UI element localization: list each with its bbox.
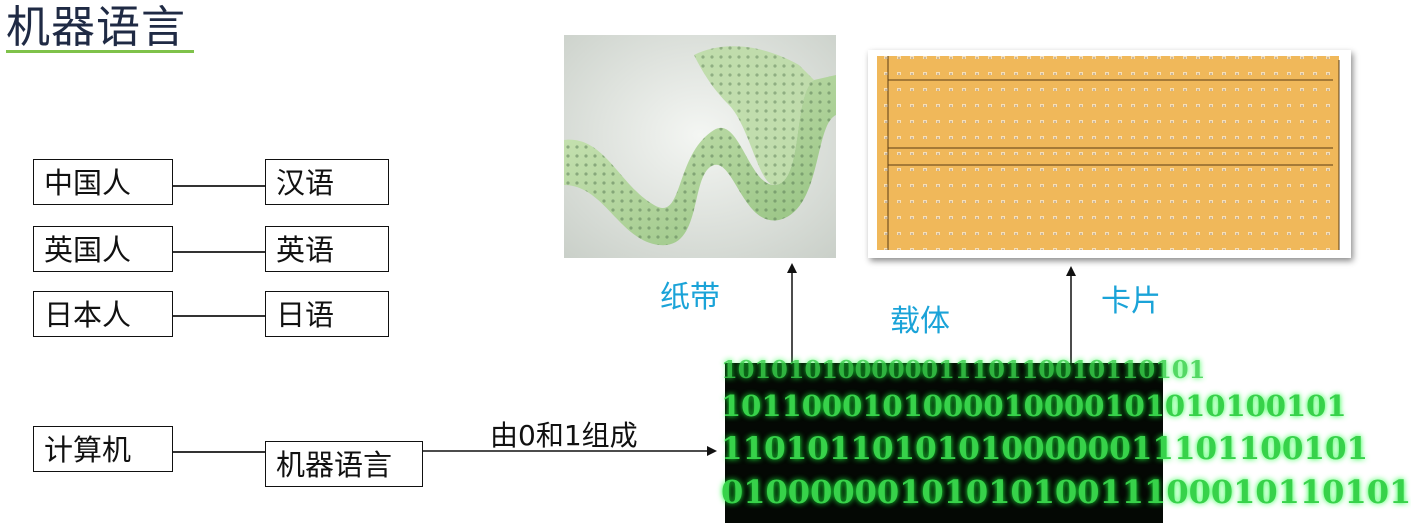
speaker-box-chinese: 中国人 [33,159,173,205]
page-title: 机器语言 [6,2,186,53]
speaker-box-computer: 计算机 [33,426,173,472]
language-box-machine: 机器语言 [265,441,423,487]
binary-code-image: 10101010000001110110010110101 1011000101… [721,355,1411,523]
language-box-chinese: 汉语 [265,159,389,205]
paper-tape-image [564,35,836,258]
title-underline [6,50,194,53]
caption-card: 卡片 [1101,284,1161,319]
speaker-box-japanese: 日本人 [33,291,173,337]
speaker-box-english: 英国人 [33,226,173,272]
binary-row: 1011000101000010000101010100101 [721,389,1347,423]
binary-row: 0100000010101010011100010110101 [721,473,1411,511]
binary-row: 110101101010100000011101100101 [721,431,1369,467]
connector-line [173,251,265,253]
language-box-english: 英语 [265,226,389,272]
language-box-japanese: 日语 [265,291,389,337]
binary-row: 10101010000001110110010110101 [721,355,1206,384]
connector-line [173,315,265,317]
connector-line [173,185,265,187]
caption-paper-tape: 纸带 [660,280,720,315]
punch-card-image [868,50,1351,258]
caption-carrier: 载体 [890,304,950,339]
arrows-layer [423,263,1076,456]
binary-arrow-label: 由0和1组成 [490,419,638,452]
connector-line [173,451,265,453]
